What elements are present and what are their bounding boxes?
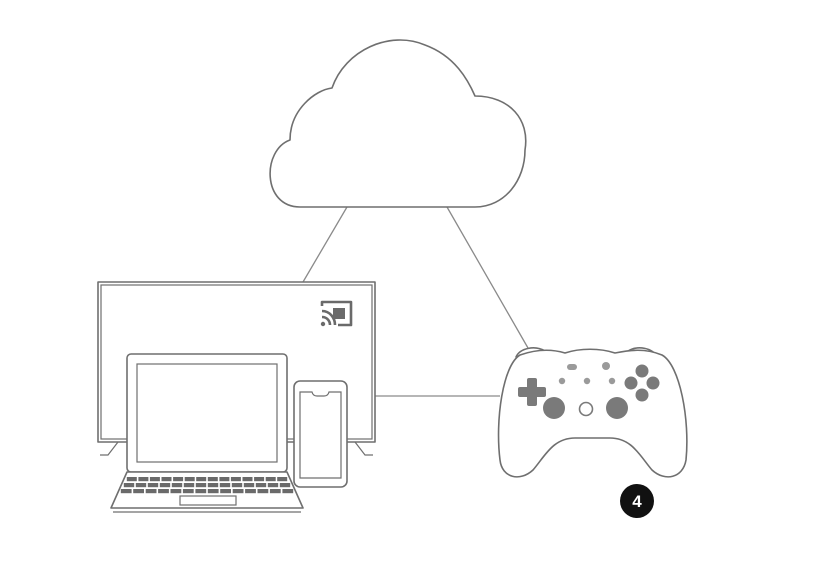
cloud-icon xyxy=(269,39,527,208)
keyboard-key xyxy=(219,483,231,488)
controller-face-buttons xyxy=(624,364,660,402)
game-controller-icon xyxy=(497,347,688,478)
keyboard-key xyxy=(138,477,149,482)
laptop-screen xyxy=(136,363,278,463)
keyboard-key xyxy=(230,477,241,482)
phone-body xyxy=(293,380,348,488)
keyboard-key xyxy=(279,483,291,488)
keyboard-key xyxy=(159,483,171,488)
keyboard-key xyxy=(219,477,230,482)
keyboard-key xyxy=(195,489,207,494)
controller-left-stick xyxy=(543,397,565,419)
keyboard-key xyxy=(282,489,294,494)
keyboard-key xyxy=(123,483,135,488)
keyboard-key xyxy=(243,483,255,488)
keyboard-key xyxy=(245,489,256,494)
cast-icon xyxy=(320,300,353,327)
keyboard-key xyxy=(207,489,219,494)
keyboard-key xyxy=(120,489,132,494)
connection-lines xyxy=(302,206,529,397)
keyboard-key xyxy=(158,489,169,494)
cloud-to-tv-line xyxy=(302,206,348,283)
keyboard-key xyxy=(196,477,207,482)
keyboard-key xyxy=(182,489,194,494)
keyboard-key xyxy=(265,477,276,482)
controller-center-buttons xyxy=(558,362,616,385)
keyboard-key xyxy=(147,483,159,488)
phone-screen xyxy=(299,391,342,479)
keyboard-key xyxy=(184,477,195,482)
keyboard-key xyxy=(267,483,279,488)
controller-home-button xyxy=(578,401,594,417)
laptop-trackpad xyxy=(179,495,237,506)
step-badge-number: 4 xyxy=(632,492,642,511)
keyboard-key xyxy=(269,489,281,494)
keyboard-key xyxy=(207,477,218,482)
keyboard-key xyxy=(277,477,288,482)
controller-body xyxy=(497,348,688,478)
cloud-to-controller-line xyxy=(446,206,529,349)
laptop-lid xyxy=(126,353,288,473)
keyboard-key xyxy=(173,477,184,482)
keyboard-key xyxy=(133,489,144,494)
keyboard-key xyxy=(257,489,269,494)
keyboard-key xyxy=(183,483,195,488)
keyboard-key xyxy=(170,489,182,494)
keyboard-key xyxy=(126,477,137,482)
keyboard-key xyxy=(145,489,157,494)
controller-right-stick xyxy=(606,397,628,419)
keyboard-key xyxy=(254,477,265,482)
phone-icon xyxy=(293,380,348,488)
keyboard-key xyxy=(232,489,244,494)
tv-left-leg xyxy=(100,441,119,456)
laptop-keyboard xyxy=(120,477,294,494)
tv-right-leg xyxy=(354,441,373,456)
keyboard-key xyxy=(231,483,243,488)
keyboard-key xyxy=(242,477,253,482)
keyboard-key xyxy=(220,489,231,494)
keyboard-key xyxy=(195,483,207,488)
keyboard-key xyxy=(255,483,267,488)
keyboard-key xyxy=(149,477,160,482)
step-badge-circle xyxy=(620,484,654,518)
keyboard-key xyxy=(161,477,172,482)
controller-dpad xyxy=(518,378,546,406)
keyboard-key xyxy=(171,483,183,488)
keyboard-key xyxy=(135,483,147,488)
laptop-icon xyxy=(110,353,304,513)
step-badge: 4 xyxy=(620,484,654,518)
keyboard-key xyxy=(207,483,219,488)
